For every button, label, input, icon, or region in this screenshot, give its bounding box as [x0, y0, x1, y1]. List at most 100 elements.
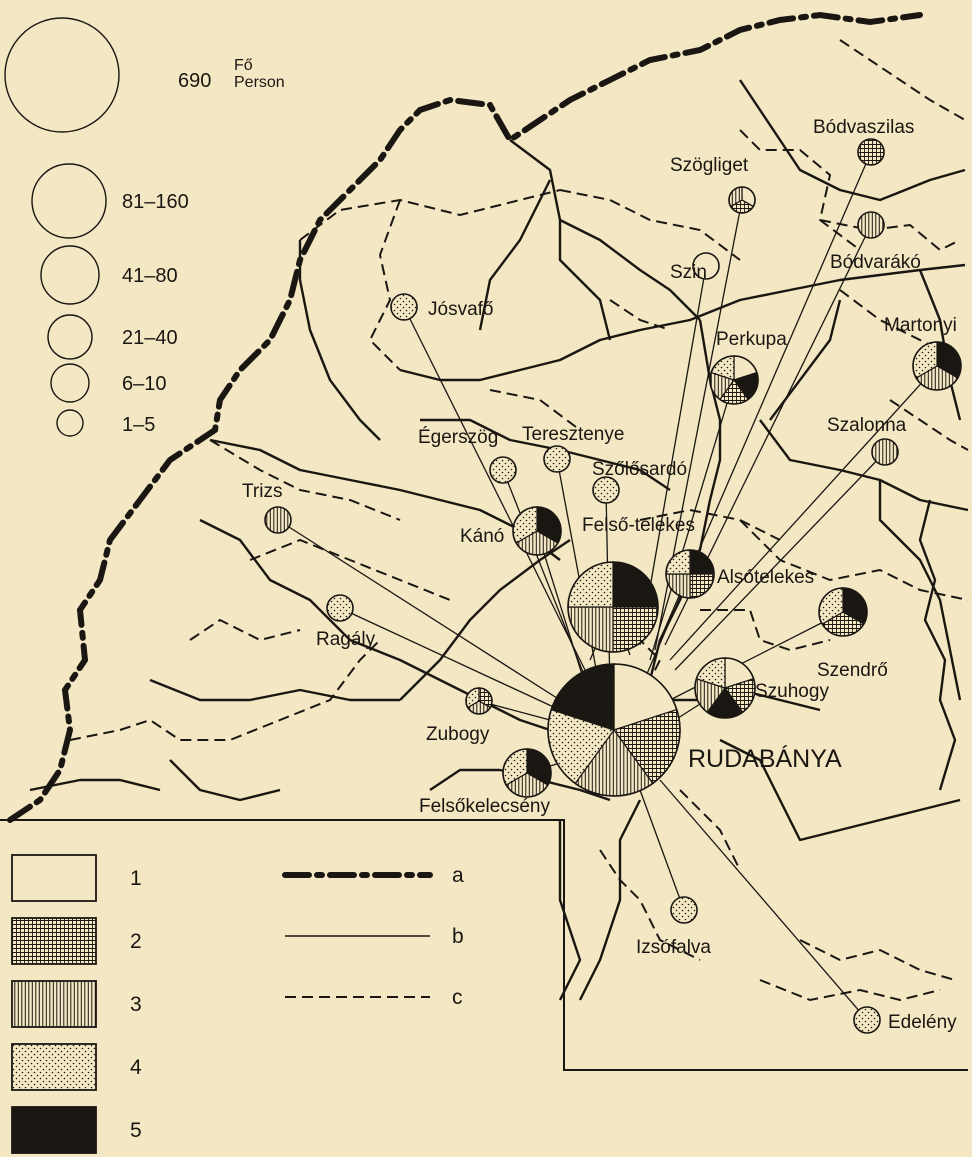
settlement-pie-szin — [692, 252, 720, 280]
settlement-pie-zubogy — [465, 687, 493, 715]
size-legend-label-5: 1–5 — [122, 414, 155, 436]
settlement-label-alsotelekes: Alsótelekes — [717, 567, 814, 588]
size-legend-circle-3 — [47, 314, 93, 360]
settlement-pie-martonyi — [912, 341, 962, 391]
settlement-pie-bodvaszilas — [857, 138, 885, 166]
pie-slice-szalonna-cat3 — [871, 438, 899, 466]
settlement-label-szendro: Szendrő — [817, 660, 888, 681]
size-legend-circle-2 — [40, 245, 100, 305]
settlement-label-felsotelekes: Felső-telekes — [582, 515, 695, 536]
settlement-label-szuhogy: Szuhogy — [755, 681, 829, 702]
pie-outline-szogliget — [728, 186, 756, 214]
size-legend-circle-1 — [31, 163, 107, 239]
pattern-legend-label-2: 2 — [130, 930, 142, 953]
settlement-pie-edeleny — [853, 1006, 881, 1034]
pattern-swatch-3 — [11, 980, 97, 1028]
size-legend-label-2: 41–80 — [122, 265, 178, 287]
pie-slice-szolosardo-cat4 — [592, 476, 620, 504]
settlement-pie-perkupa — [709, 355, 759, 405]
settlement-label-edeleny: Edelény — [888, 1012, 957, 1033]
country-border — [7, 11, 923, 823]
settlement-label-bodvaszilas: Bódvaszilas — [813, 117, 914, 138]
size-legend-circle-5 — [56, 409, 84, 437]
settlement-pie-szalonna — [871, 438, 899, 466]
flow-line-teresztenye — [556, 458, 601, 691]
pie-slice-josvafo-cat4 — [390, 293, 418, 321]
settlement-pie-izsofalva — [670, 896, 698, 924]
pie-slice-trizs-cat3 — [264, 506, 292, 534]
settlement-label-martonyi: Martonyi — [884, 315, 957, 336]
size-legend-label-4: 6–10 — [122, 373, 167, 395]
flow-line-martonyi — [669, 365, 938, 661]
pattern-swatch-1 — [11, 854, 97, 902]
settlement-pie-felsotelekes — [567, 561, 659, 653]
pie-outline-perkupa — [709, 355, 759, 405]
settlement-label-szolosardo: Szőlősardó — [592, 459, 687, 480]
pattern-legend-label-5: 5 — [130, 1119, 142, 1142]
flow-line-szalonna — [674, 451, 886, 671]
settlement-label-egerszog: Égerszög — [418, 427, 498, 448]
settlement-label-zubogy: Zubogy — [426, 724, 490, 745]
settlement-label-felsokelecseny: Felsőkelecsény — [419, 796, 550, 817]
line-legend-label-c: c — [452, 986, 463, 1009]
municipal-boundaries — [69, 39, 969, 1002]
line-legend-label-a: a — [452, 864, 464, 887]
pie-slice-szin-cat1 — [692, 252, 720, 280]
settlement-label-rudabanya: RUDABÁNYA — [688, 744, 842, 773]
settlement-pie-josvafo — [390, 293, 418, 321]
pie-slice-egerszog-cat4 — [489, 456, 517, 484]
settlement-pie-szogliget — [728, 186, 756, 214]
size-legend-unit-hu: Fő — [234, 57, 253, 74]
settlement-label-szin: Szin — [670, 262, 707, 283]
settlement-pie-szuhogy — [694, 657, 756, 719]
settlement-pie-egerszog — [489, 456, 517, 484]
size-legend-label-1: 81–160 — [122, 191, 189, 213]
main-roads — [29, 79, 969, 1001]
pattern-swatch-2 — [11, 917, 97, 965]
pie-outline-alsotelekes — [665, 549, 715, 599]
pie-outline-kano — [512, 506, 562, 556]
settlement-label-josvafo: Jósvafő — [428, 299, 493, 320]
flow-line-perkupa — [649, 379, 735, 661]
settlement-pie-trizs — [264, 506, 292, 534]
size-legend-circle-0 — [4, 17, 120, 133]
settlement-pie-ragaly — [326, 594, 354, 622]
pie-outline-martonyi — [912, 341, 962, 391]
settlement-label-szalonna: Szalonna — [827, 415, 907, 436]
pattern-swatch-5 — [11, 1106, 97, 1154]
pie-slice-ragaly-cat4 — [326, 594, 354, 622]
pie-outline-felsokelecseny — [502, 748, 552, 798]
pattern-swatch-4 — [11, 1043, 97, 1091]
pie-slice-teresztenye-cat4 — [543, 445, 571, 473]
pie-outline-szendro — [818, 587, 868, 637]
settlement-pie-bodvarako — [857, 211, 885, 239]
settlement-pie-kano — [512, 506, 562, 556]
flow-line-izsofalva — [639, 789, 685, 911]
size-legend-label-0: 690 — [178, 70, 211, 92]
size-legend-unit-en: Person — [234, 74, 285, 91]
pie-outline-felsotelekes — [567, 561, 659, 653]
settlement-pie-alsotelekes — [665, 549, 715, 599]
map-frame — [0, 819, 968, 1071]
settlement-label-kano: Kánó — [460, 526, 504, 547]
size-legend-label-3: 21–40 — [122, 327, 178, 349]
settlement-pie-felsokelecseny — [502, 748, 552, 798]
settlement-label-izsofalva: Izsófalva — [636, 937, 711, 958]
pie-outline-szuhogy — [694, 657, 756, 719]
line-legend: abc — [282, 864, 464, 1009]
settlement-pie-rudabanya — [547, 663, 681, 797]
flow-line-edeleny — [659, 779, 868, 1021]
settlement-pie-szolosardo — [592, 476, 620, 504]
settlement-label-ragaly: Ragály — [316, 629, 376, 650]
pie-slice-izsofalva-cat4 — [670, 896, 698, 924]
settlement-pie-szendro — [818, 587, 868, 637]
pattern-legend-label-1: 1 — [130, 867, 142, 890]
size-legend-circle-4 — [50, 363, 90, 403]
flow-line-ragaly — [339, 607, 561, 711]
